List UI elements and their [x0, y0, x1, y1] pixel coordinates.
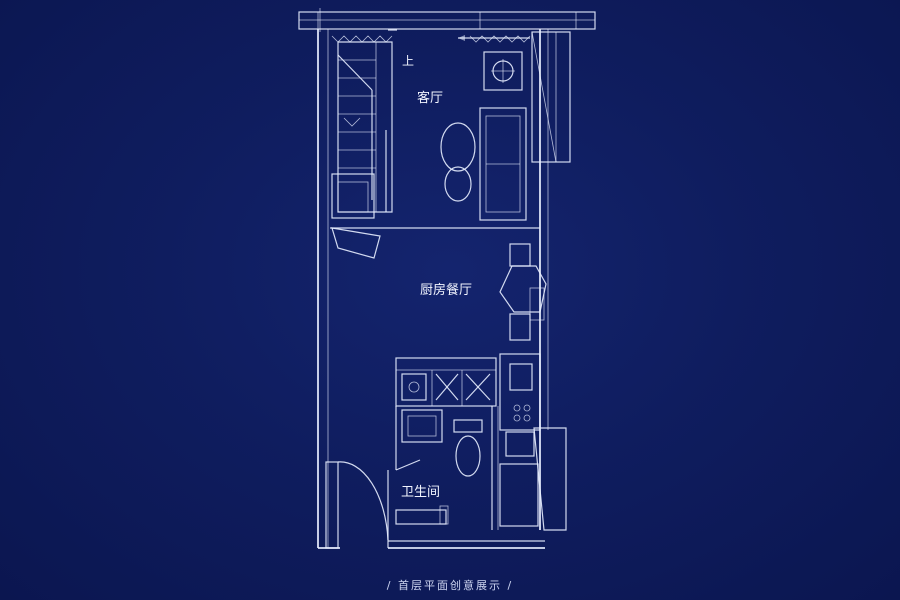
sofa: [479, 107, 527, 221]
room-label-bathroom: 卫生间: [401, 485, 441, 500]
window-marks: [331, 29, 531, 43]
toilet: [453, 419, 483, 477]
plan-caption: / 首层平面创意展示 /: [386, 579, 514, 592]
cabinet: [331, 227, 381, 259]
room-label-kitchen-dining: 厨房餐厅: [420, 283, 473, 298]
appliances: [499, 353, 541, 431]
balcony: [531, 31, 571, 163]
dining-table: [499, 243, 547, 341]
shower-fixture: [395, 505, 449, 525]
room-label-living: 客厅: [417, 91, 444, 106]
top-beam: [298, 8, 596, 32]
coffee-table: [440, 122, 476, 202]
ac-unit: [483, 51, 523, 91]
armchair: [331, 173, 375, 219]
washer-area: [499, 427, 567, 531]
stair-up-label: 上: [402, 54, 415, 68]
kitchen-counter: [395, 357, 497, 407]
vanity: [401, 409, 443, 443]
staircase: [337, 41, 393, 213]
entry-door: [325, 461, 389, 549]
